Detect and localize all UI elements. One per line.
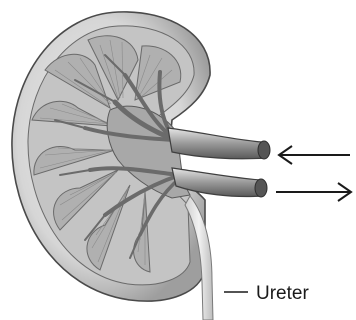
- renal-vein-opening: [258, 141, 270, 159]
- renal-vessels: [168, 128, 270, 197]
- ureter-label: Ureter: [256, 283, 309, 304]
- renal-artery-opening: [255, 179, 267, 197]
- renal-vein-tube: [168, 128, 266, 159]
- flow-arrows: [276, 146, 351, 201]
